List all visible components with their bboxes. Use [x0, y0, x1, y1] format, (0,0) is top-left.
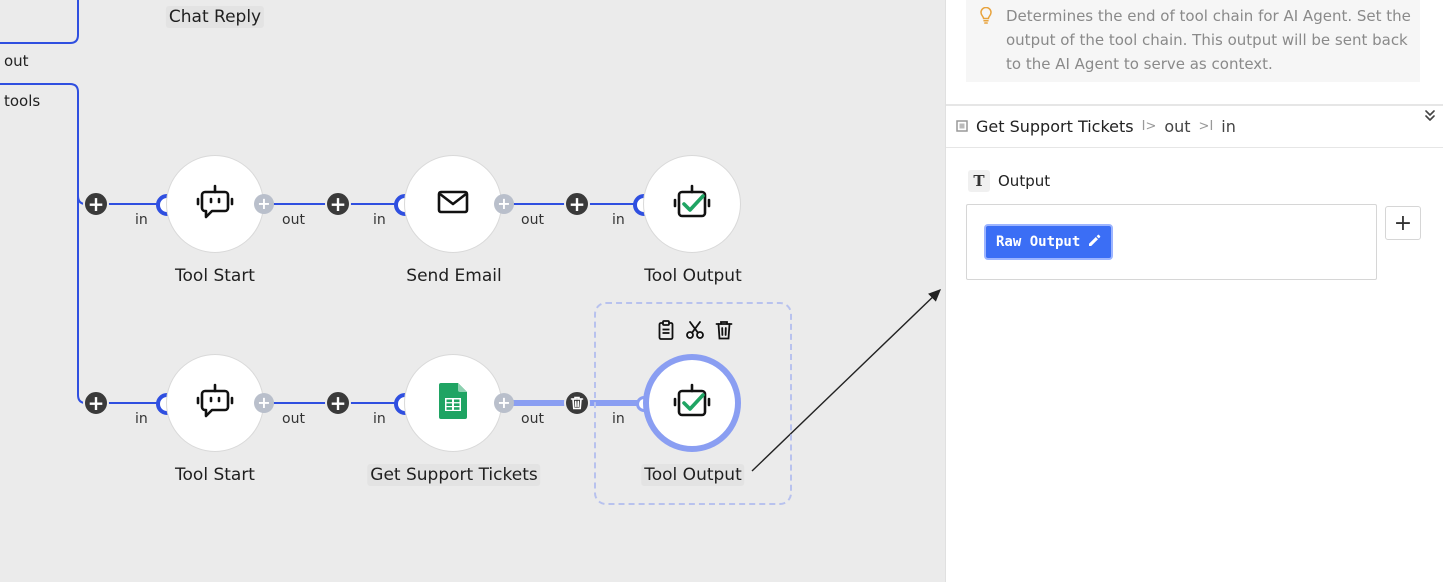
output-input[interactable]: Raw Output	[966, 204, 1377, 280]
node-square-icon	[956, 117, 968, 136]
out-port-add[interactable]: +	[254, 194, 274, 214]
add-node-button[interactable]: +	[83, 191, 109, 217]
out-port-add[interactable]: +	[254, 393, 274, 413]
add-node-button[interactable]: +	[83, 390, 109, 416]
mail-icon	[436, 187, 470, 221]
trash-icon	[570, 393, 584, 413]
raw-output-chip[interactable]: Raw Output	[984, 224, 1114, 260]
node-label-send-email: Send Email	[406, 266, 502, 286]
add-node-button[interactable]: +	[325, 191, 351, 217]
text-type-icon: T	[968, 170, 990, 192]
node-toolbar	[656, 319, 734, 341]
add-variable-button[interactable]: +	[1385, 206, 1421, 240]
breadcrumb-node[interactable]: Get Support Tickets	[976, 117, 1134, 136]
in-label: in	[135, 411, 148, 427]
bot-chat-icon	[196, 183, 234, 225]
flow-canvas[interactable]: Chat Reply out tools + in + out Tool Sta…	[0, 0, 945, 582]
plus-icon: +	[1393, 210, 1413, 236]
add-node-button[interactable]: +	[325, 390, 351, 416]
node-tool-output-2[interactable]	[643, 354, 741, 452]
chip-label: Raw Output	[996, 234, 1081, 250]
bot-check-icon	[673, 183, 711, 225]
clipboard-icon[interactable]	[656, 319, 676, 341]
bot-chat-icon	[196, 382, 234, 424]
bot-check-icon	[673, 382, 711, 424]
description-box	[966, 0, 1420, 82]
pointer-arrow	[751, 289, 942, 472]
node-send-email[interactable]	[404, 155, 502, 253]
node-label-tool-output-2: Tool Output	[641, 464, 745, 486]
lightbulb-icon	[980, 6, 992, 28]
pencil-icon[interactable]	[1088, 234, 1101, 251]
node-tool-start-2[interactable]	[166, 354, 264, 452]
in-arrow-icon: >I	[1198, 119, 1214, 134]
out-arrow-icon: I>	[1141, 119, 1157, 134]
breadcrumb: Get Support Tickets I> out >I in	[946, 104, 1443, 148]
in-label: in	[373, 411, 386, 427]
chevron-double-down-icon[interactable]	[1425, 110, 1435, 126]
node-tool-output-1[interactable]	[643, 155, 741, 253]
in-label: in	[135, 212, 148, 228]
description-text: Determines the end of tool chain for AI …	[1006, 7, 1411, 73]
sheets-icon	[439, 383, 467, 423]
node-label-tool-start-2: Tool Start	[175, 465, 255, 485]
in-label: in	[612, 411, 625, 427]
out-label: out	[282, 212, 305, 228]
node-label-tool-start-1: Tool Start	[175, 266, 255, 286]
node-label-get-support-tickets: Get Support Tickets	[367, 464, 541, 486]
delete-edge-button[interactable]	[564, 390, 590, 416]
out-label: out	[521, 411, 544, 427]
node-label-tool-output-1: Tool Output	[644, 266, 742, 286]
edge-top	[0, 0, 79, 44]
in-label: in	[612, 212, 625, 228]
trash-icon[interactable]	[714, 319, 734, 341]
add-node-button[interactable]: +	[564, 191, 590, 217]
selection-box	[594, 302, 792, 505]
node-get-support-tickets[interactable]	[404, 354, 502, 452]
out-label: out	[521, 212, 544, 228]
tools-port-label: tools	[4, 92, 41, 110]
breadcrumb-out[interactable]: out	[1164, 117, 1191, 136]
in-label: in	[373, 212, 386, 228]
node-tool-start-1[interactable]	[166, 155, 264, 253]
chat-reply-label: Chat Reply	[165, 6, 265, 28]
out-label: out	[282, 411, 305, 427]
output-field-header: T Output	[968, 170, 1050, 192]
out-port-add[interactable]: +	[494, 194, 514, 214]
scissors-icon[interactable]	[685, 319, 705, 341]
output-field-title: Output	[998, 172, 1051, 190]
out-port-label: out	[4, 52, 29, 70]
breadcrumb-in[interactable]: in	[1221, 117, 1236, 136]
edge-tools-branch	[0, 83, 96, 404]
edge-layer	[0, 0, 942, 472]
out-port-add[interactable]: +	[494, 393, 514, 413]
properties-panel: Determines the end of tool chain for AI …	[945, 0, 1443, 582]
